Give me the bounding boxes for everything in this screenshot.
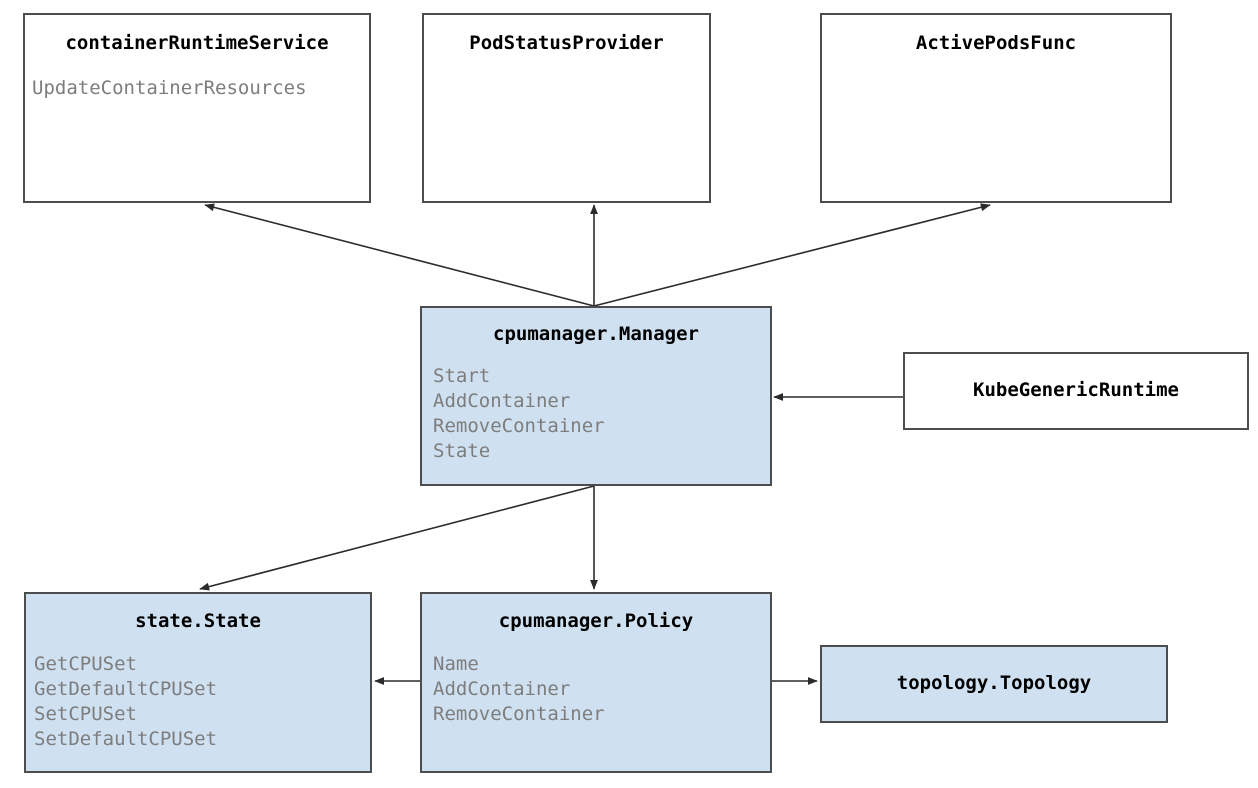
node-members: Start AddContainer RemoveContainer State <box>433 364 770 464</box>
node-members: UpdateContainerResources <box>32 76 369 101</box>
node-cpumanager-manager[interactable]: cpumanager.Manager Start AddContainer Re… <box>420 306 772 486</box>
node-title: ActivePodsFunc <box>915 32 1077 54</box>
node-title: containerRuntimeService <box>65 32 329 54</box>
node-title: state.State <box>135 610 261 632</box>
member-item: AddContainer <box>433 678 571 700</box>
member-item: AddContainer <box>433 390 571 412</box>
member-item: SetCPUSet <box>34 703 137 725</box>
node-title: topology.Topology <box>896 672 1092 694</box>
node-state-state[interactable]: state.State GetCPUSet GetDefaultCPUSet S… <box>24 592 372 773</box>
node-container-runtime-service[interactable]: containerRuntimeService UpdateContainerR… <box>23 13 371 203</box>
node-active-pods-func[interactable]: ActivePodsFunc <box>820 13 1172 203</box>
node-members: Name AddContainer RemoveContainer <box>433 652 770 727</box>
member-item: GetDefaultCPUSet <box>34 678 218 700</box>
member-item: SetDefaultCPUSet <box>34 728 218 750</box>
node-title: cpumanager.Policy <box>498 610 694 632</box>
node-kube-generic-runtime[interactable]: KubeGenericRuntime <box>903 352 1249 430</box>
member-item: Start <box>433 365 491 387</box>
node-cpumanager-policy[interactable]: cpumanager.Policy Name AddContainer Remo… <box>420 592 772 773</box>
edge-manager-to-state <box>199 485 595 591</box>
member-item: RemoveContainer <box>433 415 605 437</box>
member-item: Name <box>433 653 479 675</box>
node-pod-status-provider[interactable]: PodStatusProvider <box>422 13 711 203</box>
node-title: cpumanager.Manager <box>493 323 699 345</box>
member-item: GetCPUSet <box>34 653 137 675</box>
member-item: RemoveContainer <box>433 703 605 725</box>
node-title: PodStatusProvider <box>469 32 664 54</box>
node-topology-topology[interactable]: topology.Topology <box>820 645 1168 723</box>
node-members: GetCPUSet GetDefaultCPUSet SetCPUSet Set… <box>34 652 370 752</box>
member-item: State <box>433 440 491 462</box>
edge-manager-to-activepodsfunc <box>593 203 991 307</box>
member-item: UpdateContainerResources <box>32 77 307 99</box>
edge-manager-to-containerruntimeservice <box>204 203 595 307</box>
node-title: KubeGenericRuntime <box>973 379 1179 401</box>
